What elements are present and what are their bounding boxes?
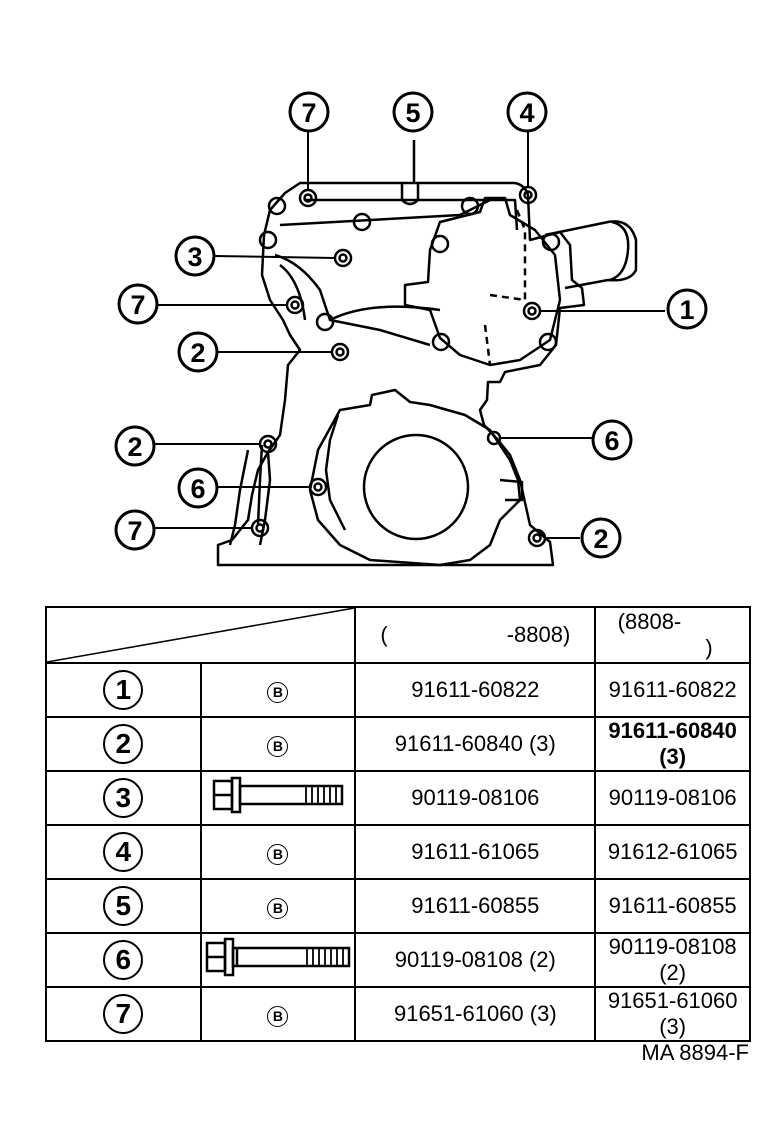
table-row: 7 B 91651-61060 (3) 91651-61060 (3)	[45, 986, 751, 1042]
part-number-before: 91651-61060 (3)	[354, 986, 597, 1042]
row-number: 5	[103, 886, 144, 926]
callout-4: 4	[519, 98, 534, 128]
callout-6-left: 6	[190, 474, 205, 504]
row-number: 6	[103, 940, 144, 980]
part-number-before: 90119-08106	[354, 770, 597, 826]
callout-2-left: 2	[127, 432, 142, 462]
parts-table: (-8808) (8808-) 1 B 91611-60822 91611-60…	[44, 606, 751, 1042]
diagram-code: MA 8894-F	[641, 1040, 749, 1065]
table-row: 3 90119-08106 90119-08106	[45, 770, 751, 826]
callout-7-mid: 7	[130, 290, 145, 320]
callout-3: 3	[187, 242, 202, 272]
header-diagonal-cell	[44, 606, 357, 664]
timing-cover-diagram: 7 5 4 3 7 2 2 6 7 1 6 2	[114, 91, 708, 567]
part-number-before: 91611-60840 (3)	[354, 716, 597, 772]
table-row: 6 90119-08108 (2) 901	[45, 932, 751, 988]
part-number-after: 91611-60840 (3)	[594, 716, 751, 772]
bolt-b-symbol-icon: B	[267, 682, 289, 703]
part-number-after: 91611-60822	[594, 662, 751, 718]
flange-bolt-long-icon	[205, 937, 351, 977]
table-row: 2 B 91611-60840 (3) 91611-60840 (3)	[45, 716, 751, 772]
row-number: 4	[103, 832, 144, 872]
part-number-after: 91651-61060 (3)	[594, 986, 751, 1042]
callout-6-right: 6	[604, 426, 619, 456]
callout-2-right: 2	[593, 524, 608, 554]
water-pump-body	[403, 196, 562, 367]
part-number-before: 91611-60855	[354, 878, 597, 934]
callout-2-upper: 2	[190, 338, 205, 368]
part-number-after: 91612-61065	[594, 824, 751, 880]
table-header-row: (-8808) (8808-)	[44, 606, 751, 664]
timing-cover-outline	[216, 181, 586, 567]
water-inlet-pipe	[544, 220, 638, 290]
part-number-before: 91611-60822	[354, 662, 597, 718]
row-number: 3	[103, 778, 144, 818]
callout-7-bottom: 7	[127, 516, 142, 546]
crank-bore	[362, 433, 470, 541]
part-number-after: 90119-08106	[594, 770, 751, 826]
flange-bolt-short-icon	[212, 776, 344, 814]
bolt-b-symbol-icon: B	[267, 1006, 289, 1027]
header-before-8808: (-8808)	[354, 606, 597, 664]
row-number: 1	[103, 670, 144, 710]
row-number: 7	[103, 994, 144, 1034]
part-number-after: 90119-08108 (2)	[594, 932, 751, 988]
bolt-b-symbol-icon: B	[267, 736, 289, 757]
callout-7-top: 7	[301, 98, 316, 128]
crank-seal-housing	[308, 388, 522, 567]
bolt-b-symbol-icon: B	[267, 844, 289, 865]
header-after-8808: (8808-)	[594, 606, 751, 664]
table-row: 1 B 91611-60822 91611-60822	[45, 662, 751, 718]
bolt-b-symbol-icon: B	[267, 898, 289, 919]
callout-5: 5	[405, 98, 420, 128]
callout-1: 1	[679, 295, 694, 325]
table-row: 4 B 91611-61065 91612-61065	[45, 824, 751, 880]
part-number-before: 90119-08108 (2)	[354, 932, 597, 988]
part-number-after: 91611-60855	[594, 878, 751, 934]
table-row: 5 B 91611-60855 91611-60855	[45, 878, 751, 934]
row-number: 2	[103, 724, 144, 764]
part-number-before: 91611-61065	[354, 824, 597, 880]
